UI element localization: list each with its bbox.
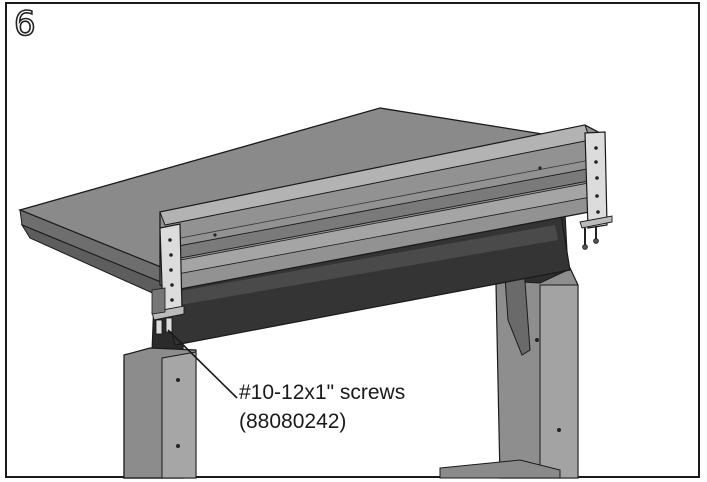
- screw-callout: #10-12x1" screws (88080242): [239, 378, 405, 436]
- callout-part-description: #10-12x1" screws: [239, 381, 406, 404]
- back-rail: [159, 124, 601, 291]
- callout-leader-line: [167, 329, 238, 399]
- left-bracket: [151, 223, 185, 335]
- right-bracket: [579, 131, 613, 250]
- callout-part-number: (88080242): [239, 410, 347, 433]
- step-number: 6: [13, 3, 36, 45]
- left-leg: [123, 291, 197, 479]
